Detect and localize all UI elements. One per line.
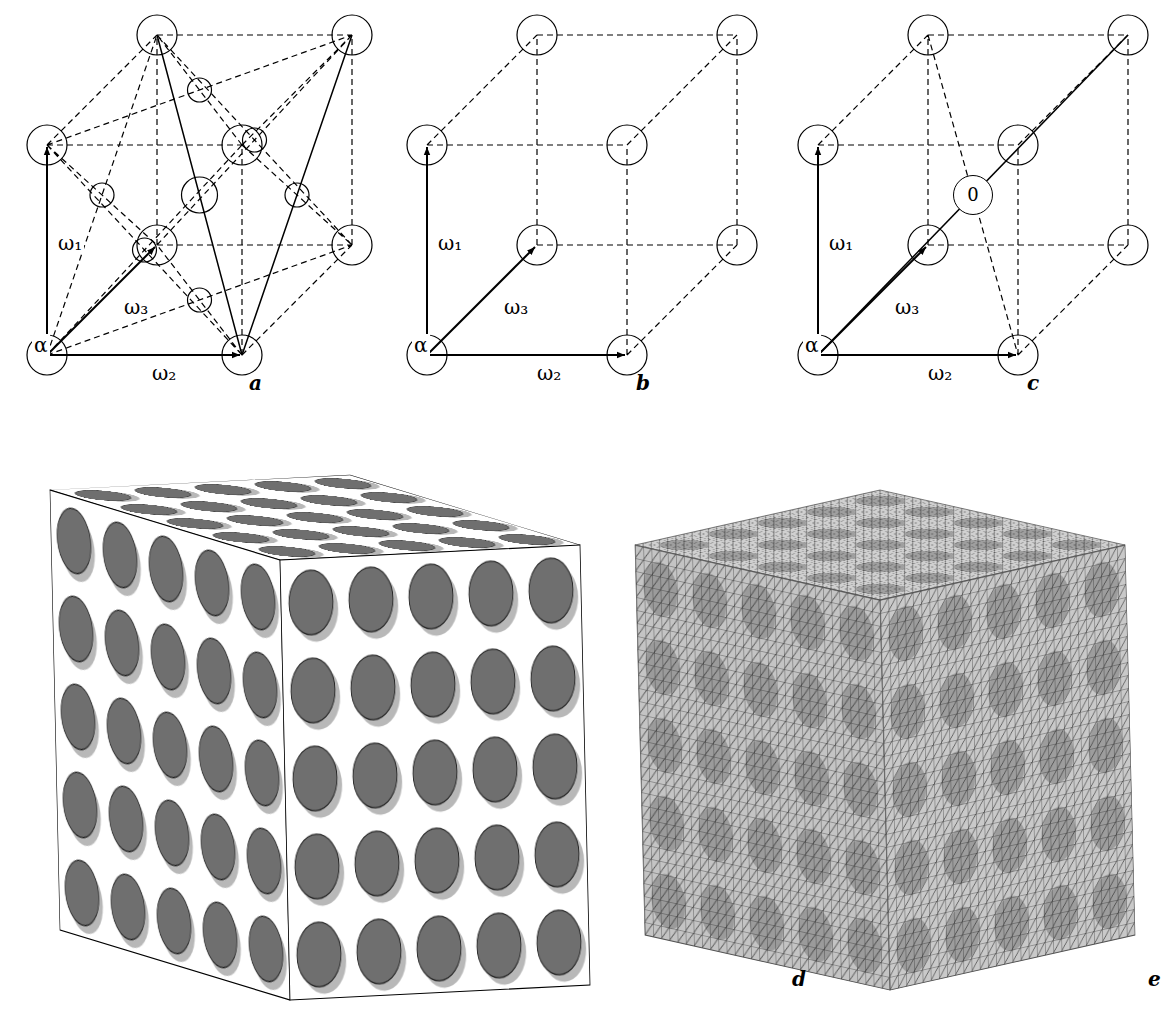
panel-letter: e xyxy=(1146,968,1163,990)
vector-symbol: ω₃ xyxy=(502,296,530,318)
vector-symbol: ω₁ xyxy=(827,232,855,254)
fcc-cell xyxy=(27,15,372,375)
bcc-cell xyxy=(798,15,1148,375)
vector-symbol: ω₂ xyxy=(926,362,954,384)
vector-symbol: ω₂ xyxy=(150,362,178,384)
vector-symbol: α xyxy=(32,334,50,356)
vector-symbol: ω₃ xyxy=(893,296,921,318)
vector-symbol: ω₂ xyxy=(535,362,563,384)
meshed-cube xyxy=(635,490,1135,990)
atom-circle: 0 xyxy=(953,175,993,215)
panel-letter: a xyxy=(247,372,264,394)
panel-letter: c xyxy=(1025,372,1041,394)
panel-letter: d xyxy=(790,968,808,990)
sphere-packing-render xyxy=(50,475,590,1000)
vector-symbol: ω₃ xyxy=(122,296,150,318)
simple-cubic-cell xyxy=(407,15,757,375)
atom-label: 0 xyxy=(967,186,978,204)
vector-symbol: ω₁ xyxy=(56,232,84,254)
vector-symbol: α xyxy=(803,334,821,356)
vector-symbol: ω₁ xyxy=(436,232,464,254)
vector-symbol: α xyxy=(412,334,430,356)
panel-letter: b xyxy=(634,372,652,394)
